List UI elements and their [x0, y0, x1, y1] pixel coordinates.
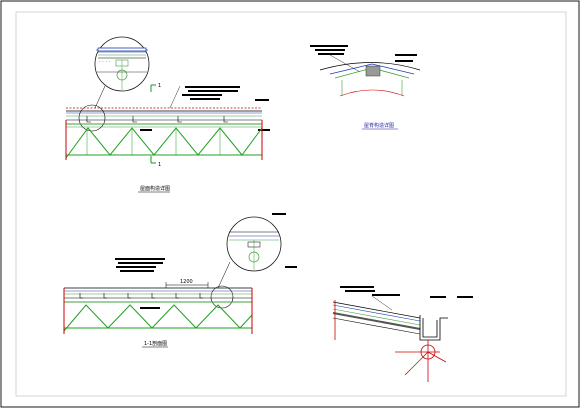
section-mark-label-top: 1: [158, 83, 161, 89]
drawing-frame: [15, 11, 567, 397]
ridge-cap: [319, 62, 421, 97]
section-annotations: [115, 213, 297, 309]
section-truss: [63, 288, 253, 334]
purlin-spacing-label: 1200: [180, 279, 193, 285]
roof-section-title: 屋面构造详图: [140, 185, 170, 192]
section-mark-bottom: 1: [150, 156, 161, 168]
gutter-roof-slope: [332, 300, 421, 340]
roof-zoom-bubble: · · · ·: [94, 36, 150, 92]
purlin-dimension: 1200: [165, 279, 209, 288]
zoom-leader: [94, 85, 106, 109]
roof-truss: [65, 120, 263, 160]
section-mark-label-bottom: 1: [158, 162, 161, 168]
gutter-annotations: [340, 286, 473, 311]
roof-deck: [66, 107, 262, 128]
section-deck: [64, 287, 252, 303]
section-1-1: 1200 1-1剖面图: [63, 213, 297, 348]
roof-purlins: [86, 116, 228, 123]
section-zoom-bubble: [226, 216, 282, 272]
section-1-1-title: 1-1剖面图: [144, 340, 167, 347]
section-purlins: [79, 293, 203, 299]
gutter-detail: [332, 286, 473, 382]
downpipe-bracket: [395, 340, 447, 382]
roof-section-detail: · · · · 1 1: [65, 36, 270, 193]
ridge-detail: 屋脊构造详图: [310, 45, 421, 130]
gutter-trough: [419, 315, 448, 341]
zoom-target-circle: [78, 104, 106, 132]
svg-text:· · · ·: · · · ·: [99, 59, 111, 65]
section-mark-top: 1: [150, 83, 161, 92]
ridge-detail-title: 屋脊构造详图: [364, 122, 394, 129]
section-target-circle: [210, 285, 234, 309]
ridge-annotations: [310, 45, 417, 73]
section-leader: [217, 261, 231, 289]
roof-annotations: [140, 85, 270, 131]
